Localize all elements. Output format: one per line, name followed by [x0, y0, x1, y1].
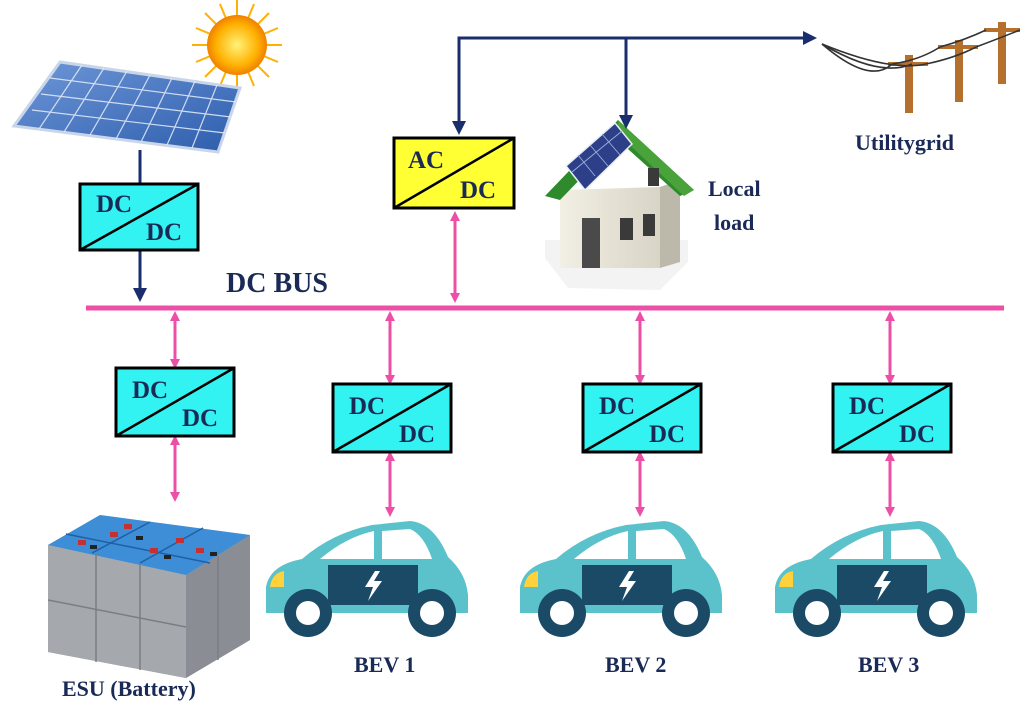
utility-pole-icon — [821, 22, 1021, 113]
converter-bottom-label: DC — [146, 219, 182, 246]
utility-grid-label: Utilitygrid — [855, 130, 954, 155]
converter-grid-acdc: AC DC — [392, 136, 516, 210]
bus-connections — [170, 211, 895, 517]
converter-bottom-label: DC — [899, 421, 935, 448]
power-flow-arrows — [133, 31, 817, 302]
electric-car-icon — [775, 521, 977, 637]
esu-label: ESU (Battery) — [62, 676, 196, 701]
converter-top-label: DC — [132, 377, 168, 404]
converter-top-label: DC — [849, 393, 885, 420]
converter-bev3-dcdc: DC DC — [831, 382, 953, 454]
solar-panel-icon — [11, 60, 243, 154]
dc-bus-label: DC BUS — [226, 268, 328, 299]
converter-top-label: DC — [349, 393, 385, 420]
converter-esu-dcdc: DC DC — [114, 366, 236, 438]
sun-icon — [192, 0, 282, 90]
house-icon — [545, 120, 694, 290]
electric-car-icon — [266, 521, 468, 637]
converter-bottom-label: DC — [182, 405, 218, 432]
bev3-label: BEV 3 — [858, 652, 919, 677]
electric-car-icon — [520, 521, 722, 637]
converter-solar-dcdc: DC DC — [78, 182, 200, 252]
converter-top-label: AC — [408, 147, 444, 174]
converter-bev1-dcdc: DC DC — [331, 382, 453, 454]
converter-bev2-dcdc: DC DC — [581, 382, 703, 454]
converter-bottom-label: DC — [399, 421, 435, 448]
local-load-label-line2: load — [714, 210, 754, 235]
converter-top-label: DC — [96, 191, 132, 218]
converter-bottom-label: DC — [460, 177, 496, 204]
grid-feed-line — [457, 31, 817, 128]
converter-bottom-label: DC — [649, 421, 685, 448]
converter-top-label: DC — [599, 393, 635, 420]
local-load-label-line1: Local — [708, 176, 761, 201]
bev1-label: BEV 1 — [354, 652, 415, 677]
bev2-label: BEV 2 — [605, 652, 666, 677]
battery-pack-icon — [47, 515, 250, 678]
